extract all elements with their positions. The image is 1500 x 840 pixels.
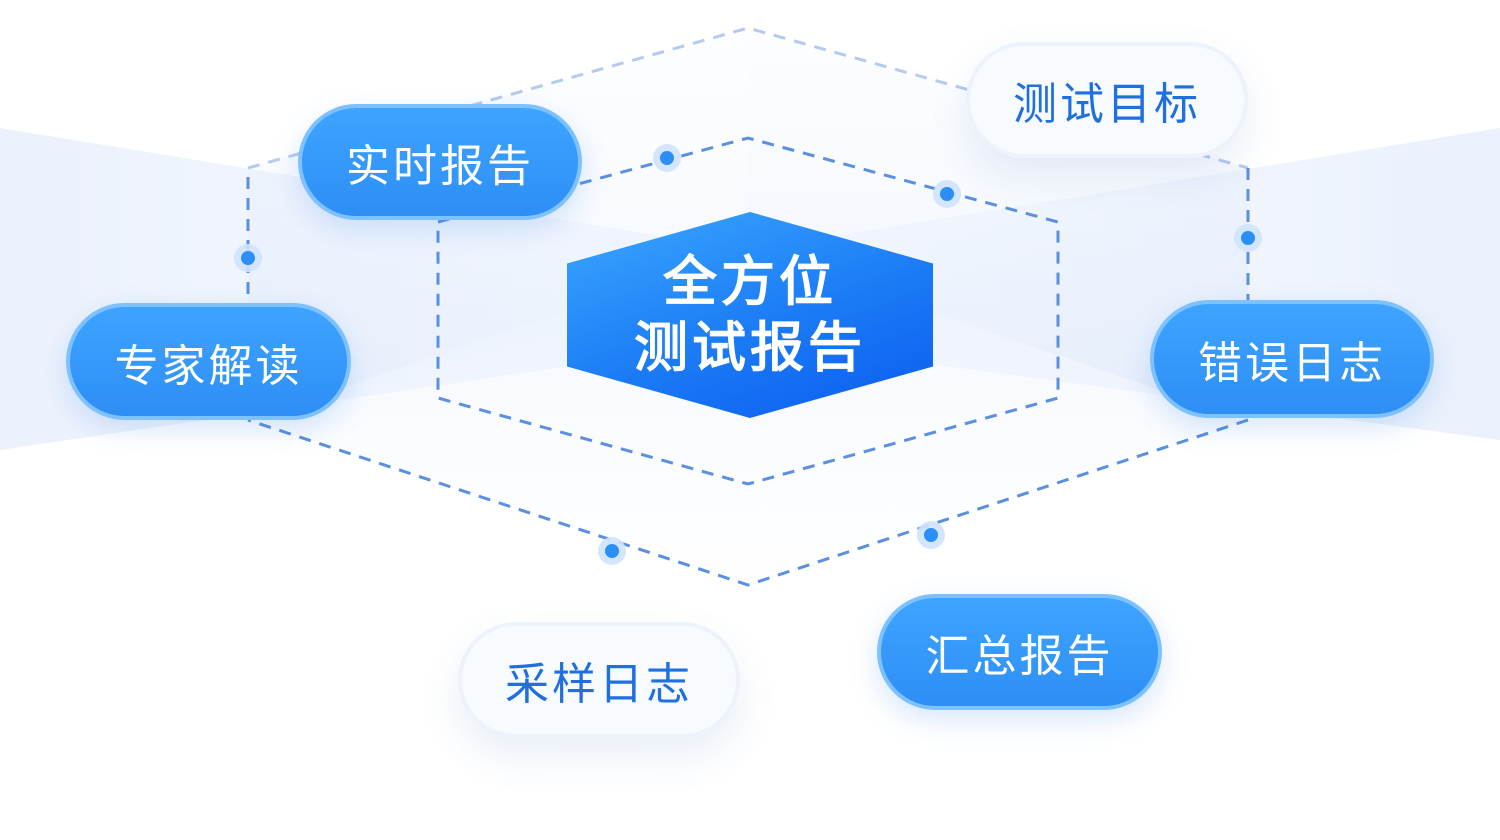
node-sampling-log: 采样日志 (458, 622, 740, 738)
center-title: 全方位 测试报告 (567, 212, 933, 418)
node-error-log: 错误日志 (1150, 300, 1434, 418)
connector-dots (234, 144, 1262, 565)
inner-hexagon (436, 136, 1060, 486)
center-title-line1: 全方位 (663, 250, 837, 313)
node-summary-report: 汇总报告 (877, 594, 1162, 710)
face-right-upper (748, 28, 1248, 420)
node-realtime-report: 实时报告 (298, 104, 582, 220)
center-hexagon: 全方位 测试报告 (567, 212, 933, 418)
center-title-line2: 测试报告 (634, 316, 866, 379)
face-left-upper (248, 28, 748, 420)
node-test-goal: 测试目标 (966, 42, 1248, 158)
node-expert-review: 专家解读 (66, 303, 351, 420)
